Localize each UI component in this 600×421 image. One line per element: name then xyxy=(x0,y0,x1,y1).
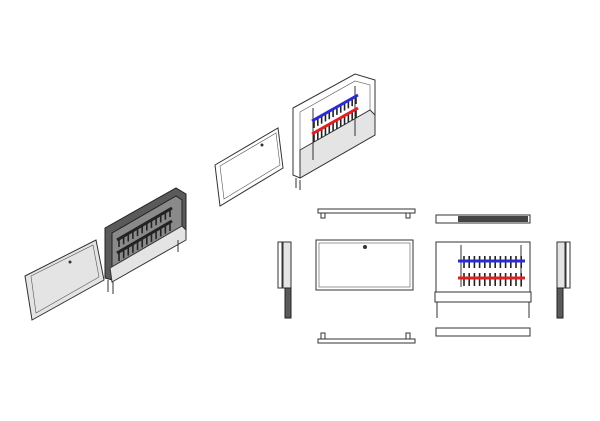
iso-door-lower xyxy=(24,239,105,321)
cabinet-top-view xyxy=(435,214,531,224)
door-front-view xyxy=(315,239,414,291)
right-side-view xyxy=(556,241,571,319)
iso-supply-manifold xyxy=(311,93,359,123)
cabinet-bottom-view xyxy=(435,327,531,337)
iso-return-manifold xyxy=(311,106,359,136)
cabinet-front-view xyxy=(434,241,532,318)
left-side-view xyxy=(277,241,292,319)
iso-cabinet-open xyxy=(292,73,376,190)
door-bottom-view xyxy=(317,332,416,344)
iso-door-upper xyxy=(214,127,284,207)
door-top-view xyxy=(317,208,416,219)
iso-cabinet-dark xyxy=(104,187,187,294)
